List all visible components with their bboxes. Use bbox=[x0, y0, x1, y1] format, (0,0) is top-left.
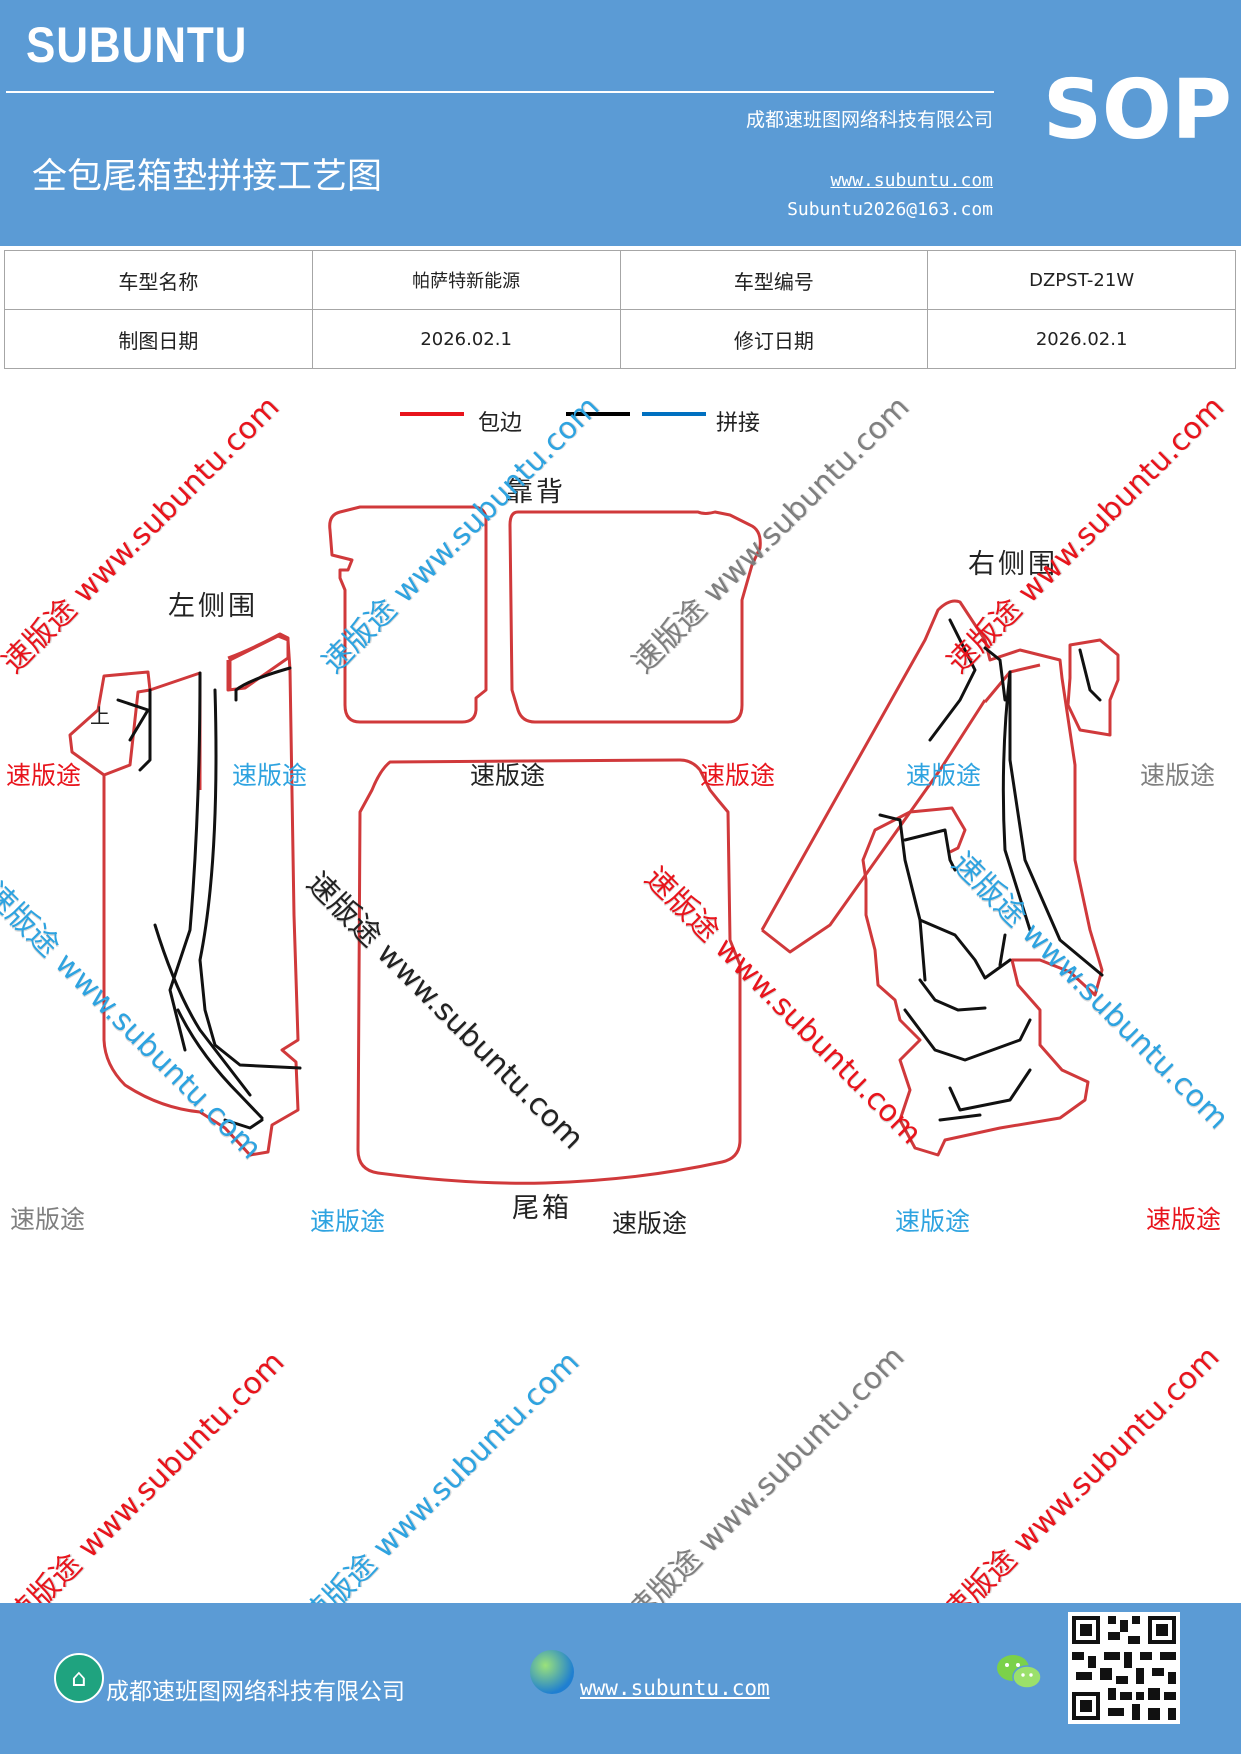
brand-logo: SUBUNTU bbox=[26, 17, 248, 73]
table-cell-label: 制图日期 bbox=[4, 309, 313, 369]
header-banner bbox=[0, 0, 1241, 246]
qr-code-icon[interactable] bbox=[1068, 1612, 1180, 1724]
header-company: 成都速班图网络科技有限公司 bbox=[745, 109, 993, 131]
label-trunk: 尾箱 bbox=[512, 1193, 572, 1224]
label-left-up-tag: 上 bbox=[90, 704, 110, 728]
table-row: 制图日期 2026.02.1 修订日期 2026.02.1 bbox=[4, 309, 1236, 369]
legend-label-splice: 拼接 bbox=[716, 411, 761, 436]
label-left-side: 左侧围 bbox=[168, 591, 258, 622]
wechat-icon[interactable] bbox=[996, 1652, 1042, 1692]
header-website-link[interactable]: www.subuntu.com bbox=[830, 170, 993, 191]
footer-website-link[interactable]: www.subuntu.com bbox=[580, 1676, 770, 1700]
legend-swatch-splice bbox=[642, 412, 706, 416]
footer-company: 成都速班图网络科技有限公司 bbox=[106, 1679, 405, 1705]
table-cell-label: 修订日期 bbox=[619, 309, 929, 369]
table-cell-label: 车型编号 bbox=[619, 250, 929, 310]
home-icon: ⌂ bbox=[54, 1653, 104, 1703]
page-title: 全包尾箱垫拼接工艺图 bbox=[32, 157, 383, 197]
table-cell-value: 2026.02.1 bbox=[927, 309, 1236, 369]
label-right-side: 右侧围 bbox=[968, 549, 1058, 580]
legend-swatch-black bbox=[566, 412, 630, 416]
table-cell-value: 2026.02.1 bbox=[311, 309, 621, 369]
header-email[interactable]: Subuntu2026@163.com bbox=[787, 199, 993, 220]
label-backrest: 靠背 bbox=[506, 477, 566, 508]
sop-badge: SOP bbox=[1043, 63, 1232, 158]
left-side-panel bbox=[68, 670, 152, 777]
backrest-left-piece bbox=[328, 505, 488, 724]
legend-label-edging: 包边 bbox=[478, 411, 523, 436]
info-table: 车型名称 帕萨特新能源 车型编号 DZPST-21W 制图日期 2026.02.… bbox=[4, 250, 1236, 369]
globe-icon bbox=[530, 1650, 574, 1694]
header-divider bbox=[6, 91, 994, 93]
table-cell-label: 车型名称 bbox=[4, 250, 313, 310]
backrest-right-piece bbox=[508, 510, 762, 724]
table-cell-value: 帕萨特新能源 bbox=[311, 250, 621, 310]
legend-swatch-edging bbox=[400, 412, 464, 416]
trunk-floor-piece bbox=[356, 758, 742, 1185]
